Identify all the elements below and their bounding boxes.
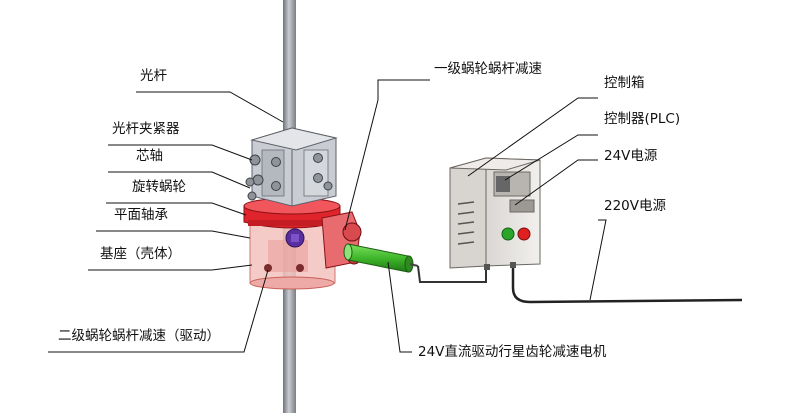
dc-motor <box>343 243 419 273</box>
label-base: 基座（壳体） <box>100 246 181 262</box>
base-housing <box>249 213 336 290</box>
label-rotating-worm-wheel: 旋转蜗轮 <box>132 179 186 195</box>
power-cable <box>511 268 743 304</box>
label-core-shaft: 芯轴 <box>136 148 163 164</box>
label-control-box: 控制箱 <box>604 75 645 91</box>
label-primary-worm-gear: 一级蜗轮蜗杆减速 <box>434 61 542 77</box>
label-rod-clamp: 光杆夹紧器 <box>112 121 180 137</box>
label-thrust-bearing: 平面轴承 <box>114 207 168 223</box>
label-secondary-worm-gear: 二级蜗轮蜗杆减速（驱动） <box>58 328 220 344</box>
control-box <box>449 157 541 270</box>
label-plc: 控制器(PLC) <box>604 111 681 127</box>
motor-cable <box>417 265 487 283</box>
label-polished-rod: 光杆 <box>140 68 167 84</box>
leader-lines <box>48 79 607 353</box>
label-220v-power: 220V电源 <box>604 198 667 214</box>
rod-clamp <box>245 127 338 207</box>
label-dc-motor: 24V直流驱动行星齿轮减速电机 <box>418 344 607 360</box>
label-24v-power: 24V电源 <box>604 148 658 164</box>
purple-knob <box>285 228 305 248</box>
